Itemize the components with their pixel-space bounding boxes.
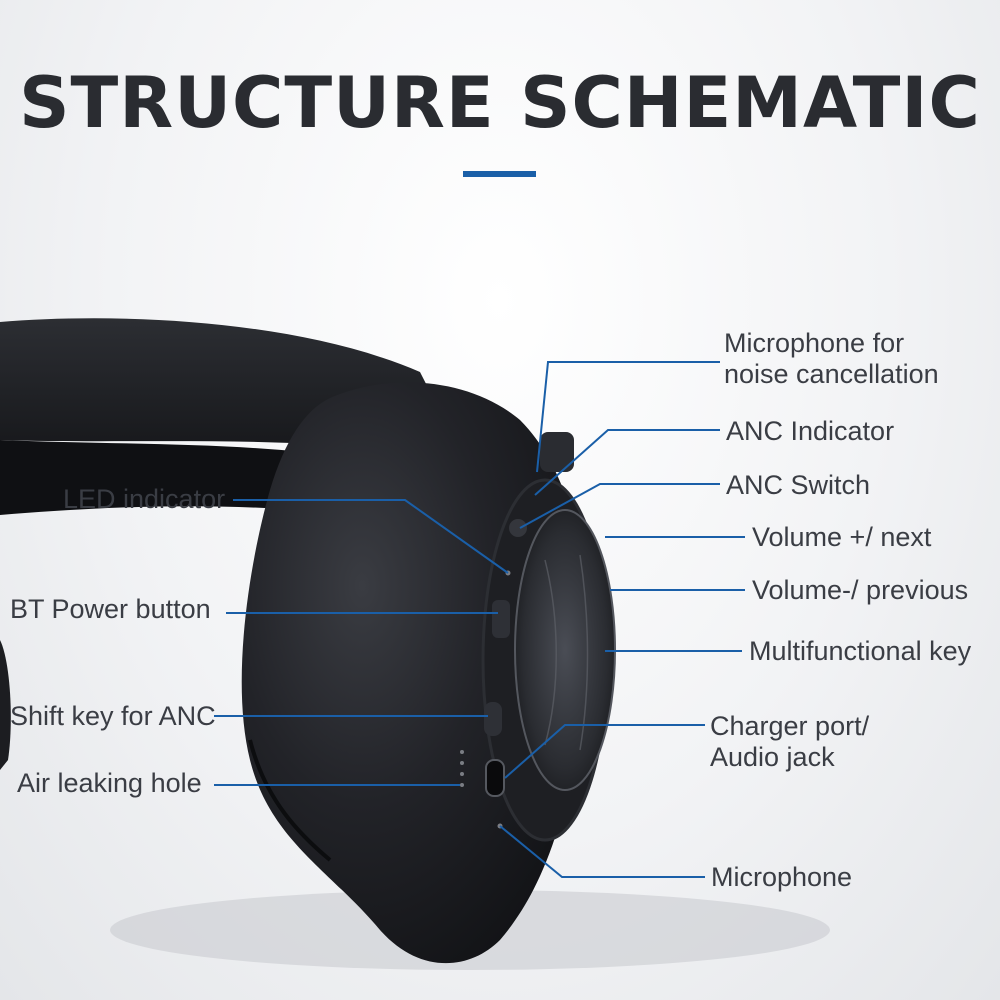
page-title: STRUCTURE SCHEMATIC <box>19 62 981 144</box>
cushion-seam <box>248 739 332 862</box>
outer-cap <box>515 510 615 790</box>
ear-cushion <box>241 382 586 964</box>
left-cup-edge <box>0 640 11 770</box>
label-volume-down: Volume-/ previous <box>752 575 969 605</box>
leader-anc-switch <box>519 483 720 529</box>
cap-brushed-lines <box>544 554 589 751</box>
bt-power-button <box>492 600 510 638</box>
leader-led <box>233 499 509 574</box>
label-mic-noise-cancel: Microphone for noise cancellation <box>724 328 939 390</box>
shift-key-button <box>484 702 502 736</box>
label-air-leaking-hole: Air leaking hole <box>17 768 202 798</box>
label-volume-up: Volume +/ next <box>752 522 932 552</box>
leader-microphone <box>499 825 705 878</box>
label-led-indicator: LED indicator <box>63 484 226 514</box>
label-anc-indicator: ANC Indicator <box>726 416 895 446</box>
label-anc-switch: ANC Switch <box>726 470 871 500</box>
label-microphone: Microphone <box>711 862 853 892</box>
anc-switch-button <box>509 519 527 537</box>
label-charger-line2: Audio jack <box>710 742 835 772</box>
label-mic-nc-line1: Microphone for <box>724 328 905 358</box>
leader-mic-nc <box>536 361 720 473</box>
label-charger-port: Charger port/ Audio jack <box>710 711 869 773</box>
label-mic-nc-line2: noise cancellation <box>724 359 939 389</box>
title-underline <box>463 171 536 177</box>
usb-c-port <box>485 759 505 797</box>
leader-anc-indicator <box>534 429 720 496</box>
mic-boom <box>540 432 574 472</box>
label-multifunctional-key: Multifunctional key <box>749 636 972 666</box>
label-bt-power-button: BT Power button <box>10 594 211 624</box>
leader-charger <box>504 724 705 779</box>
label-charger-line1: Charger port/ <box>710 711 870 741</box>
label-shift-key: Shift key for ANC <box>10 701 216 731</box>
air-holes <box>460 750 464 787</box>
